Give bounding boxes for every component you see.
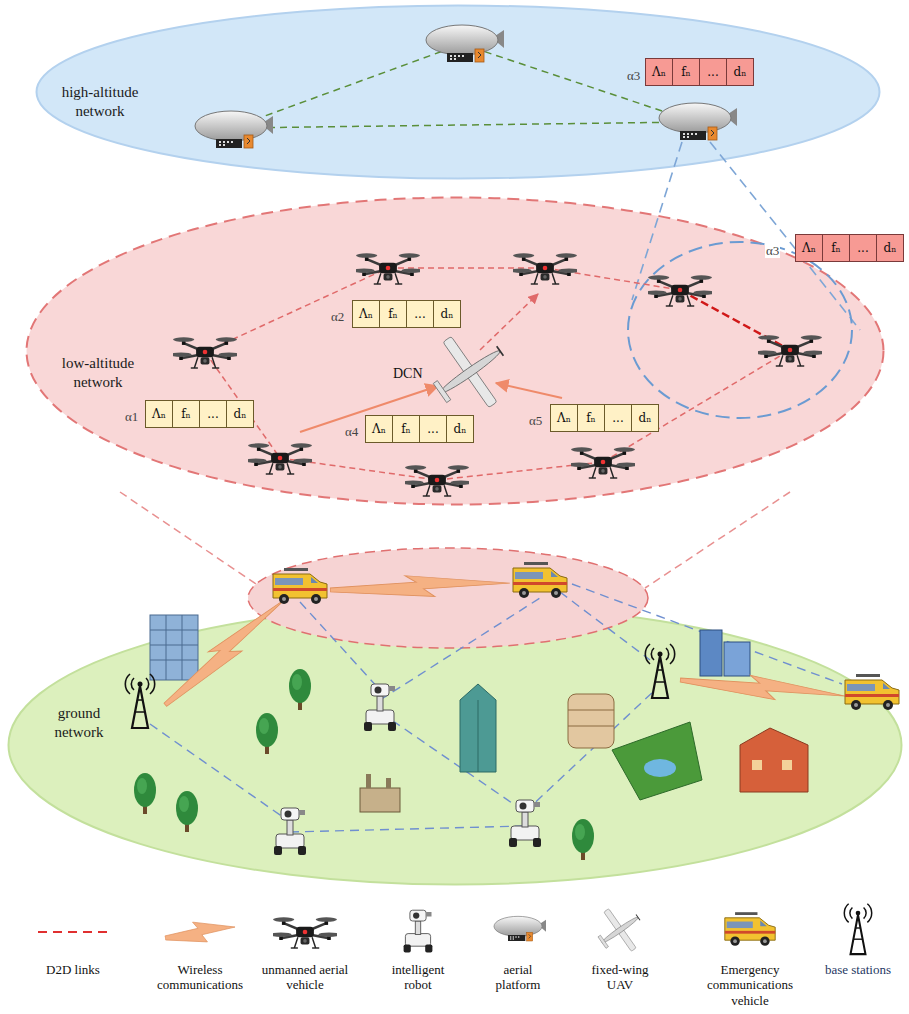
legend-entry: Wireless communications bbox=[150, 962, 250, 993]
legend-entry: fixed-wing UAV bbox=[582, 962, 658, 993]
packet-field: dₙ bbox=[876, 235, 903, 261]
packet-field: fₙ bbox=[172, 401, 199, 427]
packet-field: fₙ bbox=[379, 301, 406, 327]
data-packet: Λₙfₙ...dₙ bbox=[795, 234, 904, 262]
packet-field: dₙ bbox=[726, 59, 753, 85]
region-outline bbox=[7, 604, 903, 886]
region-label: ground network bbox=[48, 704, 110, 742]
label-anchor: DCN bbox=[392, 364, 424, 382]
node-label: DCN bbox=[392, 366, 424, 381]
legend-entry: base stations bbox=[813, 962, 903, 977]
legend-entry: intelligent robot bbox=[383, 962, 453, 993]
network-region: ground network bbox=[7, 604, 903, 886]
packet-field: Λₙ bbox=[646, 59, 672, 85]
packet-field: dₙ bbox=[631, 405, 658, 431]
data-packet: Λₙfₙ...dₙ bbox=[365, 415, 474, 443]
legend-entry: unmanned aerial vehicle bbox=[260, 962, 350, 993]
label-anchor: α5 bbox=[528, 411, 543, 429]
packet-field: dₙ bbox=[433, 301, 460, 327]
data-packet: Λₙfₙ...dₙ bbox=[352, 300, 461, 328]
callout-number: α2 bbox=[330, 310, 345, 324]
network-region: low-altitude networkΛₙfₙ...dₙΛₙfₙ...dₙΛₙ… bbox=[25, 196, 885, 506]
callout-number: α5 bbox=[528, 414, 543, 428]
label-anchor: α3 bbox=[765, 241, 780, 259]
callout-number: α1 bbox=[124, 410, 139, 424]
packet-field: ... bbox=[406, 301, 433, 327]
region-ellipse bbox=[37, 6, 880, 179]
packet-field: Λₙ bbox=[146, 401, 172, 427]
packet-field: dₙ bbox=[446, 416, 473, 442]
region-outline bbox=[35, 4, 881, 180]
packet-field: Λₙ bbox=[353, 301, 379, 327]
packet-field: dₙ bbox=[226, 401, 253, 427]
label-anchor: α4 bbox=[344, 422, 359, 440]
packet-field: ... bbox=[419, 416, 446, 442]
legend-text: base stations bbox=[813, 962, 903, 977]
legend-text: D2D links bbox=[31, 962, 115, 977]
packet-field: ... bbox=[849, 235, 876, 261]
packet-field: ... bbox=[604, 405, 631, 431]
callout-number: α3 bbox=[626, 69, 641, 83]
vehicle-cluster bbox=[248, 548, 648, 648]
packet-field: Λₙ bbox=[796, 235, 822, 261]
legend-entry: D2D links bbox=[31, 962, 115, 977]
packet-field: fₙ bbox=[577, 405, 604, 431]
packet-field: fₙ bbox=[392, 416, 419, 442]
label-anchor: α1 bbox=[124, 407, 139, 425]
legend-entry: Emergency communications vehicle bbox=[702, 962, 798, 1008]
data-packet: Λₙfₙ...dₙ bbox=[550, 404, 659, 432]
packet-field: fₙ bbox=[822, 235, 849, 261]
region-outline bbox=[25, 196, 885, 506]
legend-text: fixed-wing UAV bbox=[582, 962, 658, 993]
data-packet: Λₙfₙ...dₙ bbox=[645, 58, 754, 86]
legend-text: unmanned aerial vehicle bbox=[260, 962, 350, 993]
callout-number: α3 bbox=[765, 244, 780, 258]
packet-field: Λₙ bbox=[551, 405, 577, 431]
packet-field: Λₙ bbox=[366, 416, 392, 442]
packet-field: ... bbox=[699, 59, 726, 85]
packet-field: ... bbox=[199, 401, 226, 427]
legend-text: intelligent robot bbox=[383, 962, 453, 993]
label-anchor: α3 bbox=[626, 66, 641, 84]
legend-entry: aerial platform bbox=[487, 962, 549, 993]
data-packet: Λₙfₙ...dₙ bbox=[145, 400, 254, 428]
region-label: low-altitude network bbox=[52, 354, 144, 392]
label-anchor: α2 bbox=[330, 307, 345, 325]
packet-field: fₙ bbox=[672, 59, 699, 85]
legend-text: Emergency communications vehicle bbox=[702, 962, 798, 1008]
legend-text: Wireless communications bbox=[150, 962, 250, 993]
legend-text: aerial platform bbox=[487, 962, 549, 993]
region-ellipse bbox=[9, 606, 902, 885]
region-ellipse bbox=[27, 198, 884, 505]
region-label: high-altitude network bbox=[50, 83, 150, 121]
legend-icons bbox=[38, 898, 872, 963]
callout-number: α4 bbox=[344, 425, 359, 439]
network-region: high-altitude network Λₙfₙ...dₙ bbox=[35, 4, 881, 180]
